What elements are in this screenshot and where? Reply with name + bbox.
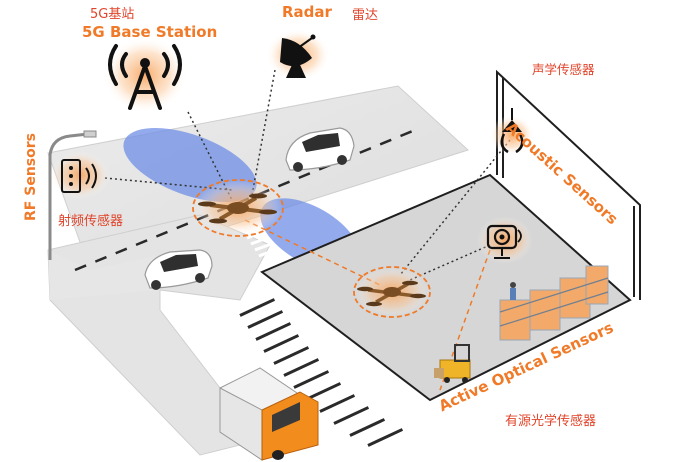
radar-dish-icon [266, 29, 330, 81]
road-network [47, 85, 469, 456]
rf-cn-label: 射频传感器 [58, 214, 124, 229]
drone-road [192, 179, 284, 237]
worker-figure [510, 282, 516, 300]
car-upper [285, 127, 355, 172]
rf-sensor-icon [50, 151, 110, 199]
camera-sensor-icon [477, 216, 533, 264]
acoustic-cn-label: 声学传感器 [532, 62, 595, 77]
drone-lot [353, 266, 431, 318]
base-station-en-label: 5G Base Station [82, 23, 218, 41]
forklift [434, 344, 471, 383]
optical-cn-label: 有源光学传感器 [505, 414, 597, 429]
warehouse-lot [239, 173, 632, 447]
delivery-truck [219, 367, 319, 461]
drone-icon [357, 280, 426, 307]
warehouse-shelves [499, 265, 609, 341]
radar-en-label: Radar [282, 3, 332, 21]
cell-tower-icon [103, 37, 187, 113]
car-lower [144, 249, 213, 290]
rf-en-label: RF Sensors [22, 133, 39, 221]
drone-icon [198, 193, 277, 224]
radar-cn-label: 雷达 [352, 8, 379, 23]
acoustic-sensor-icon [490, 108, 534, 155]
street-pole [48, 130, 97, 260]
base-station-cn-label: 5G基站 [90, 7, 135, 22]
